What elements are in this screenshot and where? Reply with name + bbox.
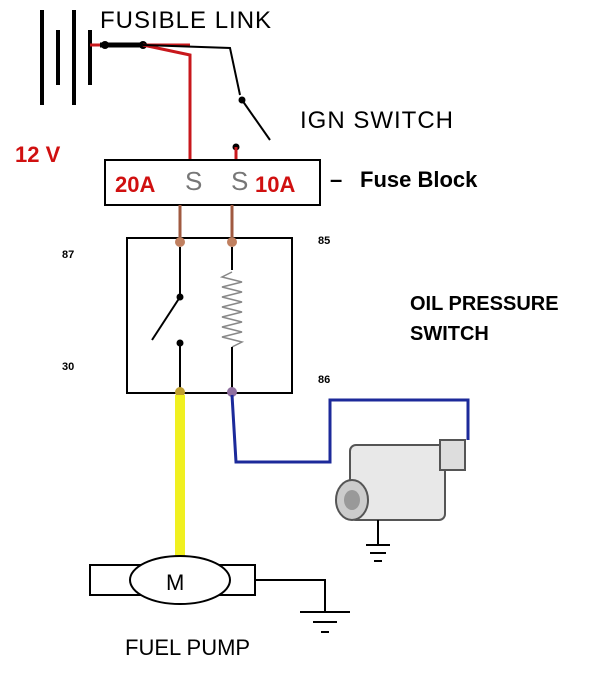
relay: [126, 237, 293, 397]
pin-85-label: 85: [318, 235, 330, 247]
oil-switch-label-line2: SWITCH: [410, 323, 489, 345]
ign-switch-label: IGN SWITCH: [300, 107, 454, 134]
voltage-label: 12 V: [15, 142, 61, 167]
sensor-wire: [230, 394, 470, 464]
fuel-pump-label: FUEL PUMP: [125, 635, 250, 660]
fuel-pump-motor: [89, 555, 350, 633]
oil-pressure-switch: [335, 439, 466, 562]
fuse-20a-label: 20A: [115, 172, 155, 197]
fuse-block: S S: [104, 159, 321, 206]
battery-symbol: [40, 10, 92, 105]
ignition-switch: [232, 96, 271, 170]
fuse-10a-label: 10A: [255, 172, 295, 197]
fusible-link: [90, 41, 241, 170]
fused-wires: [178, 205, 234, 242]
motor-label: M: [166, 570, 184, 595]
fuse-block-dash: –: [330, 167, 342, 192]
pin-87-label: 87: [62, 249, 74, 261]
pin-30-label: 30: [62, 361, 74, 373]
fuse-right-symbol: S: [231, 166, 248, 196]
oil-switch-label-line1: OIL PRESSURE: [410, 293, 559, 315]
relay-coil: [219, 271, 245, 348]
fuse-left-symbol: S: [185, 166, 202, 196]
pin-86-label: 86: [318, 374, 330, 386]
fuse-block-label: Fuse Block: [360, 167, 478, 192]
fusible-link-label: FUSIBLE LINK: [100, 7, 272, 34]
